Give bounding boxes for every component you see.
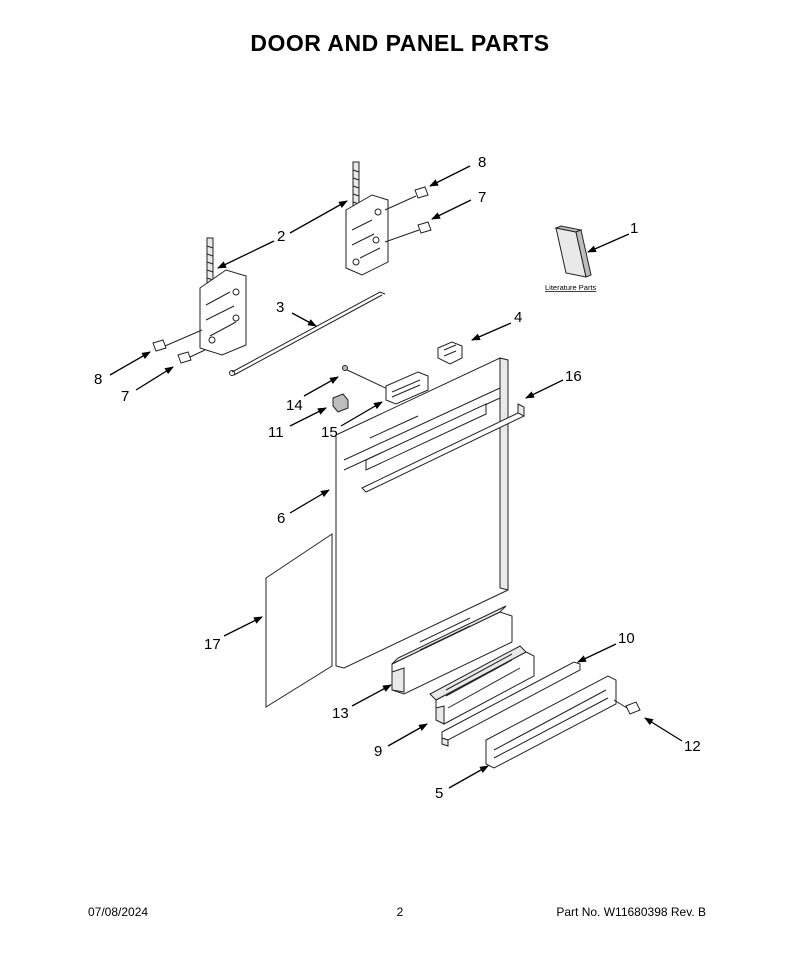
door-handle: [361, 403, 525, 493]
callout-1: 1: [630, 220, 638, 237]
callout-11: 11: [268, 424, 284, 441]
toe-panel-block: [391, 605, 513, 695]
footer-part-number: Part No. W11680398 Rev. B: [556, 905, 706, 919]
kick-plate: [485, 675, 617, 769]
hinge-assembly-left: [199, 237, 247, 356]
literature-booklet: Literature Parts: [545, 225, 597, 292]
hinge-screws-right: [384, 186, 432, 243]
footer-date: 07/08/2024: [88, 905, 149, 919]
outer-door-panel: [335, 357, 509, 669]
leader-arrows: [109, 165, 683, 789]
callout-17: 17: [204, 636, 221, 653]
insulation-sheet: [265, 533, 333, 708]
callout-16: 16: [565, 368, 582, 385]
bracket: [437, 341, 463, 365]
callout-8-right: 8: [478, 154, 486, 171]
page-title: DOOR AND PANEL PARTS: [250, 30, 550, 56]
callout-12: 12: [684, 738, 701, 755]
hinge-assembly-right: [345, 161, 389, 276]
access-panel: [429, 645, 535, 725]
callout-6: 6: [277, 510, 285, 527]
control-module: [385, 371, 429, 405]
callout-3: 3: [276, 299, 284, 316]
callout-4: 4: [514, 309, 522, 326]
hinge-screws-left: [152, 329, 206, 364]
literature-parts-label: Literature Parts: [545, 283, 597, 292]
callout-7-left: 7: [121, 388, 129, 405]
callout-labels: 1 2 3 8 7 4 8 7 14 11 15 16 6 17 10 13 1…: [94, 154, 701, 802]
kick-plate-screw: [613, 699, 641, 715]
callout-13: 13: [332, 705, 349, 722]
callout-14: 14: [286, 397, 303, 414]
callout-5: 5: [435, 785, 443, 802]
callout-10: 10: [618, 630, 635, 647]
callout-15: 15: [321, 424, 338, 441]
callout-7-right: 7: [478, 189, 486, 206]
toe-strip: [441, 661, 581, 747]
footer-page-number: 2: [396, 905, 404, 919]
switch: [332, 393, 349, 413]
callout-2: 2: [277, 228, 285, 245]
callout-8-left: 8: [94, 371, 102, 388]
door-cable: [229, 291, 386, 376]
callout-9: 9: [374, 743, 382, 760]
